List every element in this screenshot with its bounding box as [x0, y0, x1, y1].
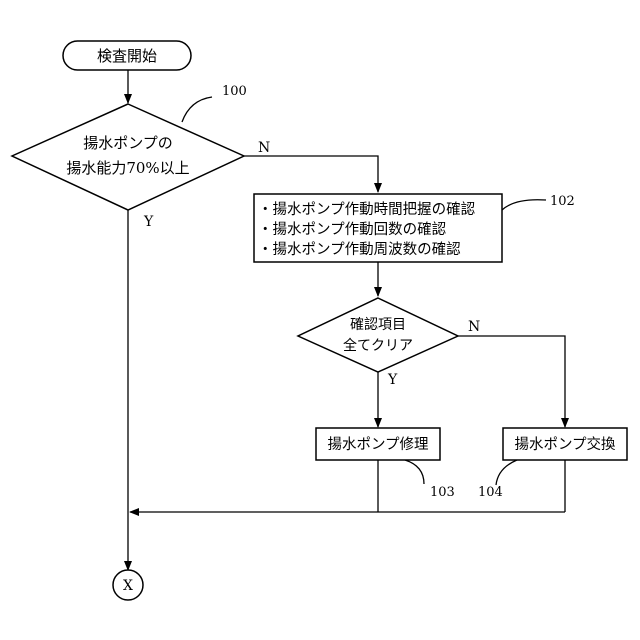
decision1-yes-label: Y [143, 214, 154, 230]
check-item-3: ・揚水ポンプ作動周波数の確認 [258, 241, 461, 258]
decision2-no-label: N [468, 319, 480, 335]
ref-102: 102 [550, 194, 575, 209]
check-item-1: ・揚水ポンプ作動時間把握の確認 [258, 201, 476, 218]
decision1-no-label: N [258, 140, 270, 156]
decision1: 揚水ポンプの 揚水能力70%以上 [12, 104, 244, 210]
ref-104: 104 [478, 485, 503, 500]
check-box: ・揚水ポンプ作動時間把握の確認 ・揚水ポンプ作動回数の確認 ・揚水ポンプ作動周波… [254, 194, 502, 262]
decision2-line1: 確認項目 [350, 317, 406, 333]
arrow-decision1-no [244, 156, 378, 192]
repair-label: 揚水ポンプ修理 [327, 436, 429, 453]
decision1-line2: 揚水能力70%以上 [66, 159, 189, 177]
arrow-decision2-no [458, 336, 565, 427]
ref-103: 103 [430, 485, 455, 500]
decision2-line2: 全てクリア [343, 337, 413, 354]
decision2-yes-label: Y [387, 372, 398, 388]
leader-102 [502, 200, 546, 210]
start-label: 検査開始 [97, 47, 157, 65]
replace-box: 揚水ポンプ交換 [503, 428, 627, 460]
leader-103 [405, 460, 424, 484]
decision2: 確認項目 全てクリア [298, 298, 458, 372]
leader-100 [182, 97, 212, 122]
start-terminal: 検査開始 [63, 41, 191, 70]
decision1-line1: 揚水ポンプの [83, 134, 173, 152]
end-label: X [123, 578, 133, 594]
ref-100: 100 [222, 84, 247, 99]
check-item-2: ・揚水ポンプ作動回数の確認 [258, 221, 447, 238]
repair-box: 揚水ポンプ修理 [316, 428, 440, 460]
end-connector: X [113, 570, 143, 600]
leader-104 [496, 460, 517, 485]
replace-label: 揚水ポンプ交換 [514, 435, 616, 453]
